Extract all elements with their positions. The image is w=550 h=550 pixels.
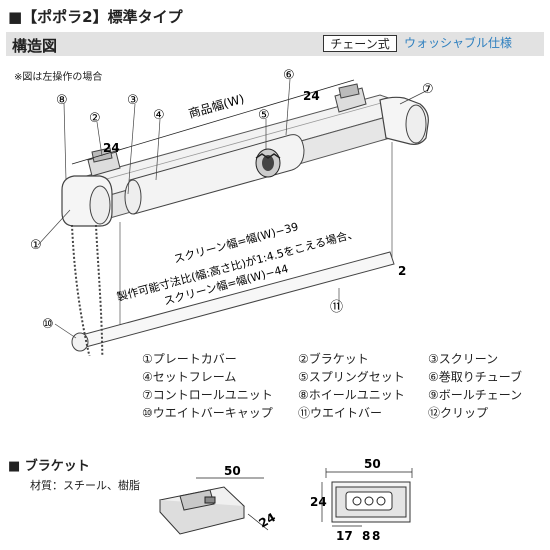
tab-chain-type[interactable]: チェーン式	[323, 35, 397, 52]
legend-item: ⑤スプリングセット	[298, 370, 405, 384]
callout-3: ③	[127, 93, 139, 108]
width-label: 商品幅(W)	[187, 91, 246, 121]
legend-item: ⑥巻取りチューブ	[428, 370, 523, 384]
callout-11: ⑪	[330, 300, 343, 315]
callout-8: ⑧	[56, 93, 68, 108]
front-width-dim: 50	[364, 457, 381, 471]
page-title: ■【ポポラ2】標準タイプ	[8, 8, 183, 26]
callout-7: ⑦	[422, 82, 434, 97]
callout-10: ⑩	[42, 317, 54, 332]
weight-bar	[71, 251, 395, 352]
diagram-note: ※図は左操作の場合	[14, 72, 103, 83]
control-unit-left	[61, 175, 113, 227]
callout-2: ②	[89, 111, 101, 126]
callout-6: ⑥	[283, 68, 295, 83]
dim-8a: 8	[362, 529, 370, 543]
front-height-dim: 24	[310, 495, 327, 509]
iso-width-dim: 50	[224, 464, 241, 478]
callout-1: ①	[30, 238, 42, 253]
weight-bar-cap	[71, 332, 89, 352]
legend-item: ③スクリーン	[428, 352, 499, 366]
section-header-bar	[6, 32, 544, 56]
tab-washable-spec[interactable]: ウォッシャブル仕様	[404, 36, 513, 50]
bracket-material: 材質：スチール、樹脂	[30, 479, 140, 492]
legend-item: ⑦コントロールユニット	[142, 388, 273, 402]
section-title: 構造図	[12, 37, 58, 55]
legend-item: ②ブラケット	[298, 352, 369, 366]
legend-item: ⑧ホイールユニット	[298, 388, 405, 402]
bracket-iso-view: 50 24	[159, 464, 278, 535]
dim-17: 17	[336, 529, 353, 543]
legend-item: ⑨ボールチェーン	[428, 388, 523, 402]
spring-set	[255, 148, 281, 178]
ball-chain	[71, 224, 104, 356]
gap-dim: 2	[398, 264, 406, 278]
bracket-section-title: ■ ブラケット	[8, 459, 90, 474]
callout-5: ⑤	[258, 108, 270, 123]
bracket-dim-right: 24	[303, 89, 320, 103]
bracket-front-view: 50 24 17 8 8	[310, 457, 413, 543]
bracket-right	[334, 83, 367, 113]
roller-blind-diagram: 商品幅(W) 24 24 スクリーン幅=幅(W)−39 製作可能寸法比(幅:高さ…	[30, 68, 434, 356]
legend-item: ④セットフレーム	[142, 370, 237, 384]
iso-depth-dim: 24	[257, 510, 278, 530]
callouts: ⑧ ② ③ ④ ⑤ ⑥ ⑦ ① ⑩ ⑨ ⑫ ⑪	[30, 68, 434, 339]
bracket-dim-left: 24	[103, 141, 120, 155]
legend-item: ⑪ウエイトバー	[298, 406, 383, 420]
control-unit-right	[379, 96, 429, 145]
legend-item: ⑩ウエイトバーキャップ	[142, 406, 273, 420]
legend-item: ①プレートカバー	[142, 352, 237, 366]
dim-8b: 8	[372, 529, 380, 543]
bracket-views: 50 24 50 24 17 8 8	[159, 457, 413, 543]
legend-item: ⑫クリップ	[428, 406, 489, 420]
callout-4: ④	[153, 108, 165, 123]
